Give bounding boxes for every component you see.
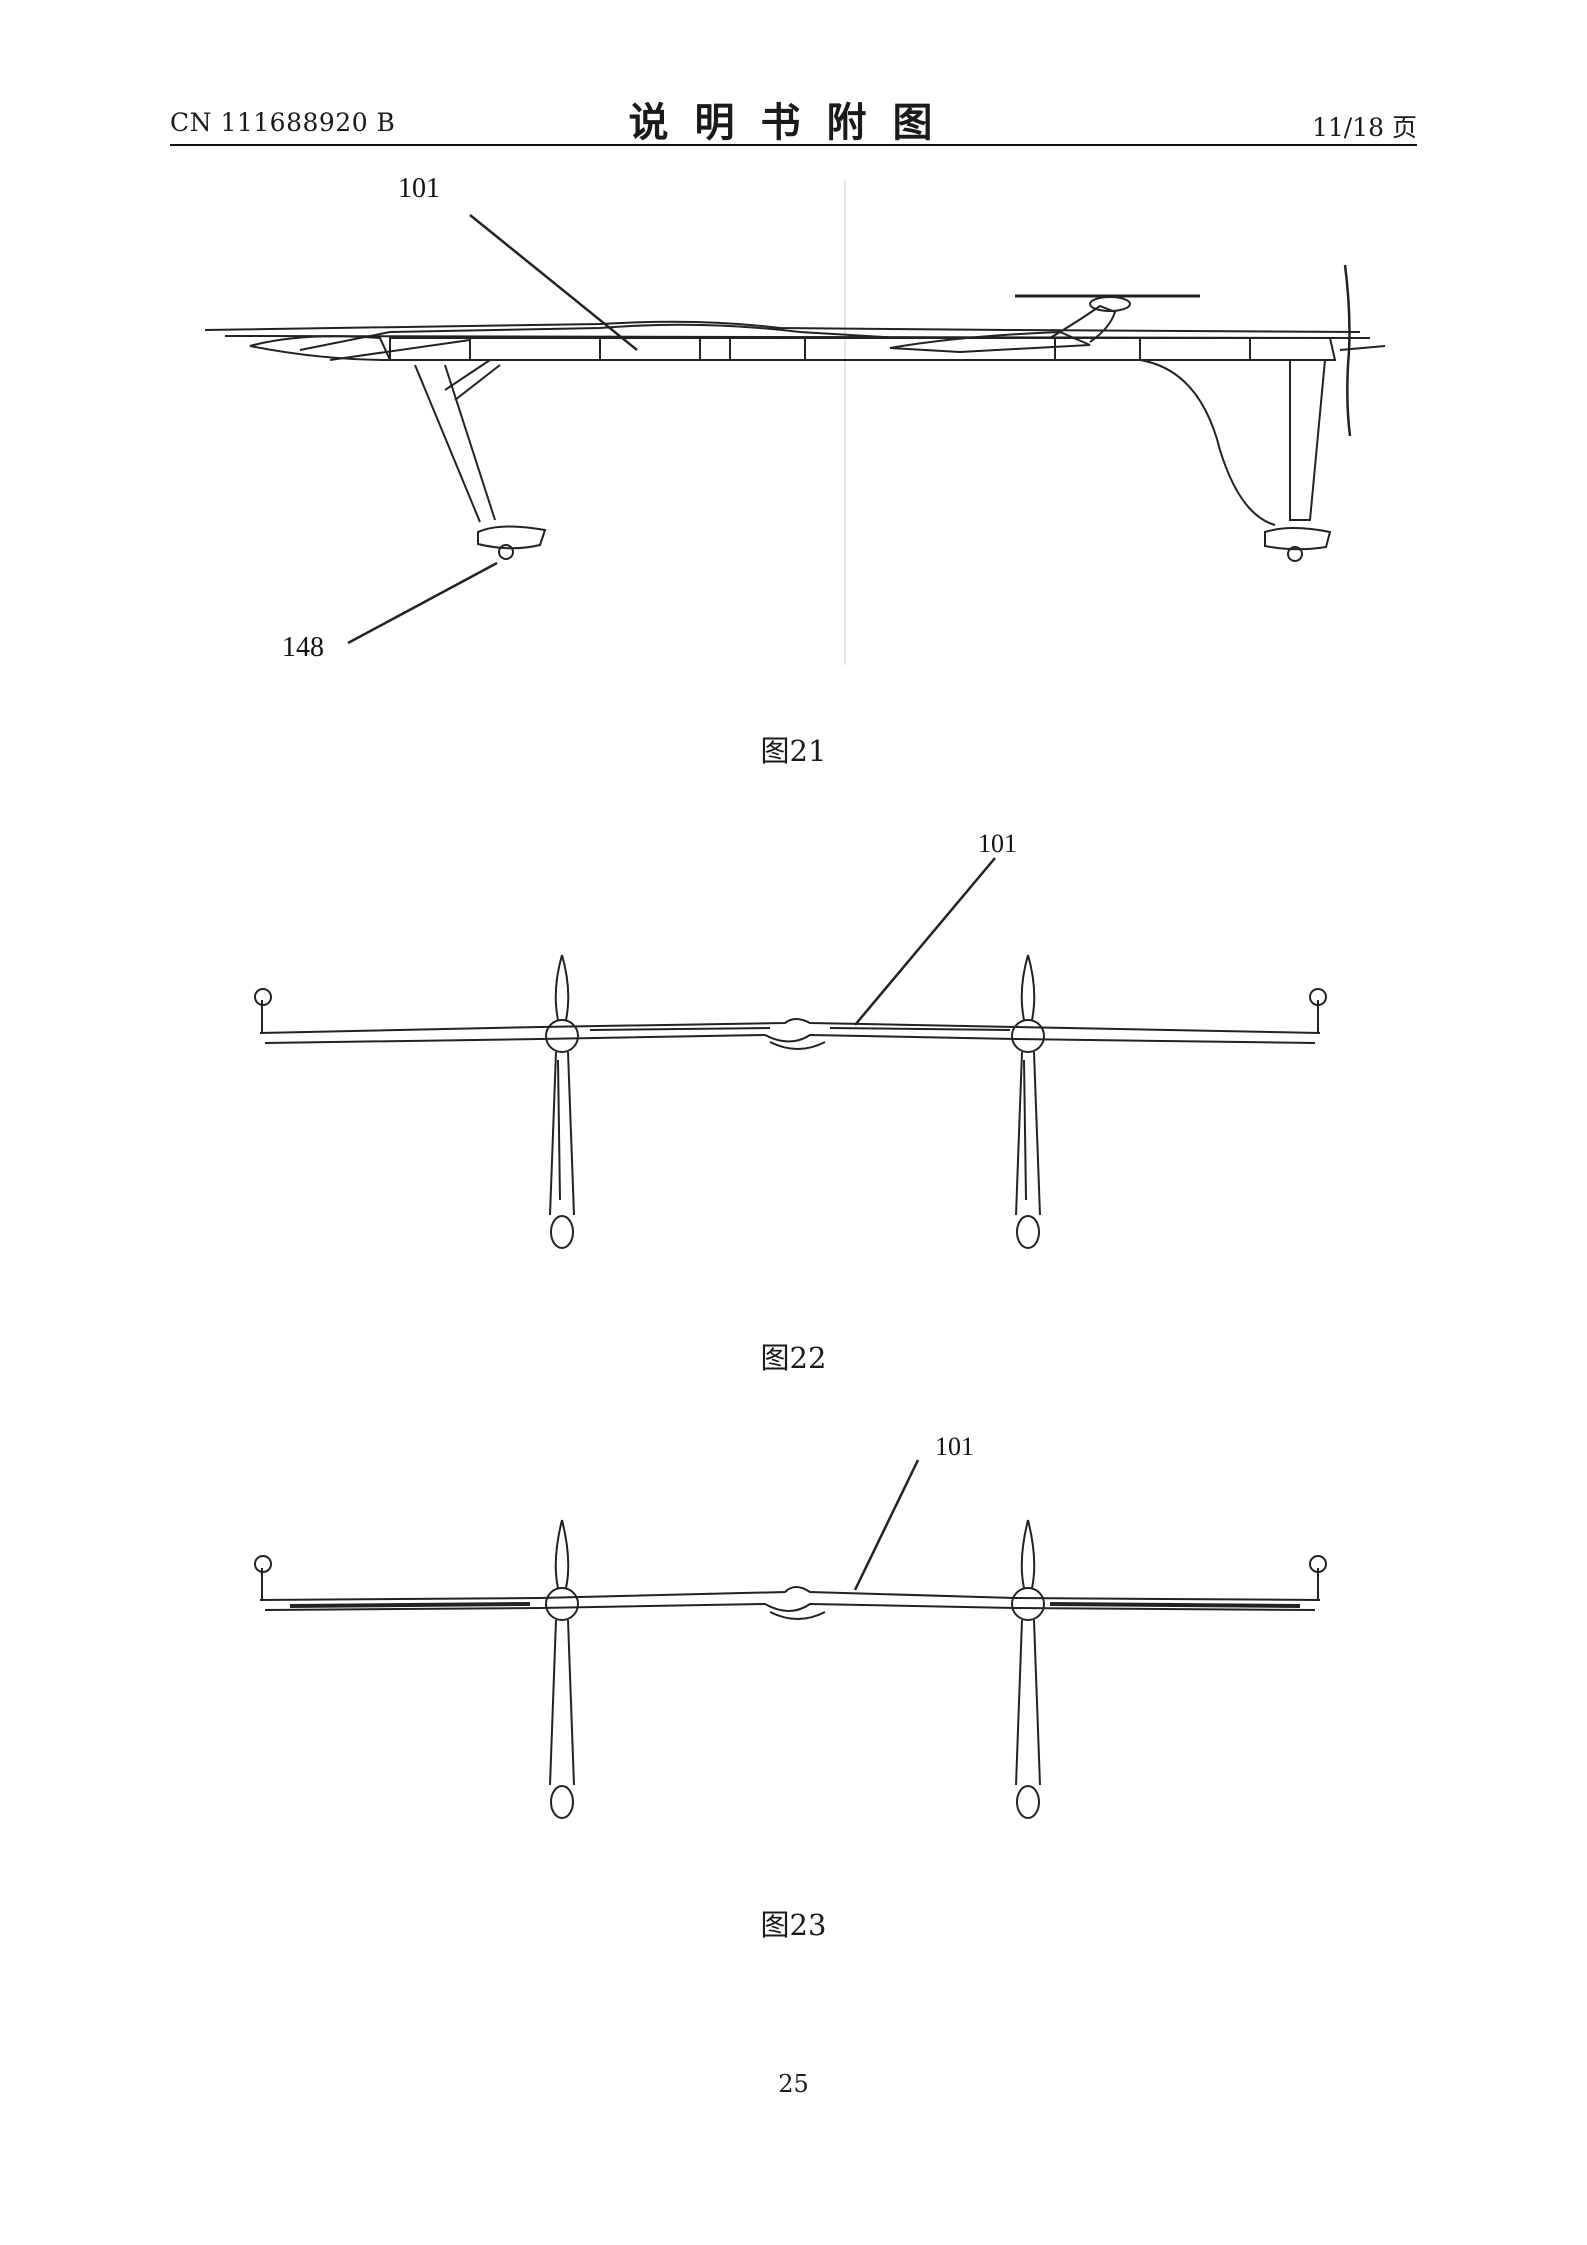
- figure-23-drawing: 101: [254, 1432, 1327, 1819]
- page-title: 说明书附图: [628, 99, 959, 146]
- page-number: 25: [778, 2070, 809, 2098]
- figure-22-caption: 图22: [760, 1341, 827, 1375]
- document-number: CN 111688920 B: [170, 108, 396, 137]
- figure-23-caption: 图23: [760, 1908, 827, 1942]
- figure-21-label-101: 101: [398, 173, 440, 204]
- figure-21-caption: 图21: [760, 734, 827, 768]
- header-rule: [170, 144, 1417, 146]
- figure-22-drawing: 101: [254, 829, 1327, 1249]
- page-count: 11/18 页: [1312, 113, 1417, 142]
- figure-21-drawing: 101 148: [204, 173, 1386, 665]
- figure-21-label-148: 148: [282, 632, 324, 663]
- figure-22-label-101: 101: [978, 829, 1017, 858]
- figure-23-label-101: 101: [935, 1432, 974, 1461]
